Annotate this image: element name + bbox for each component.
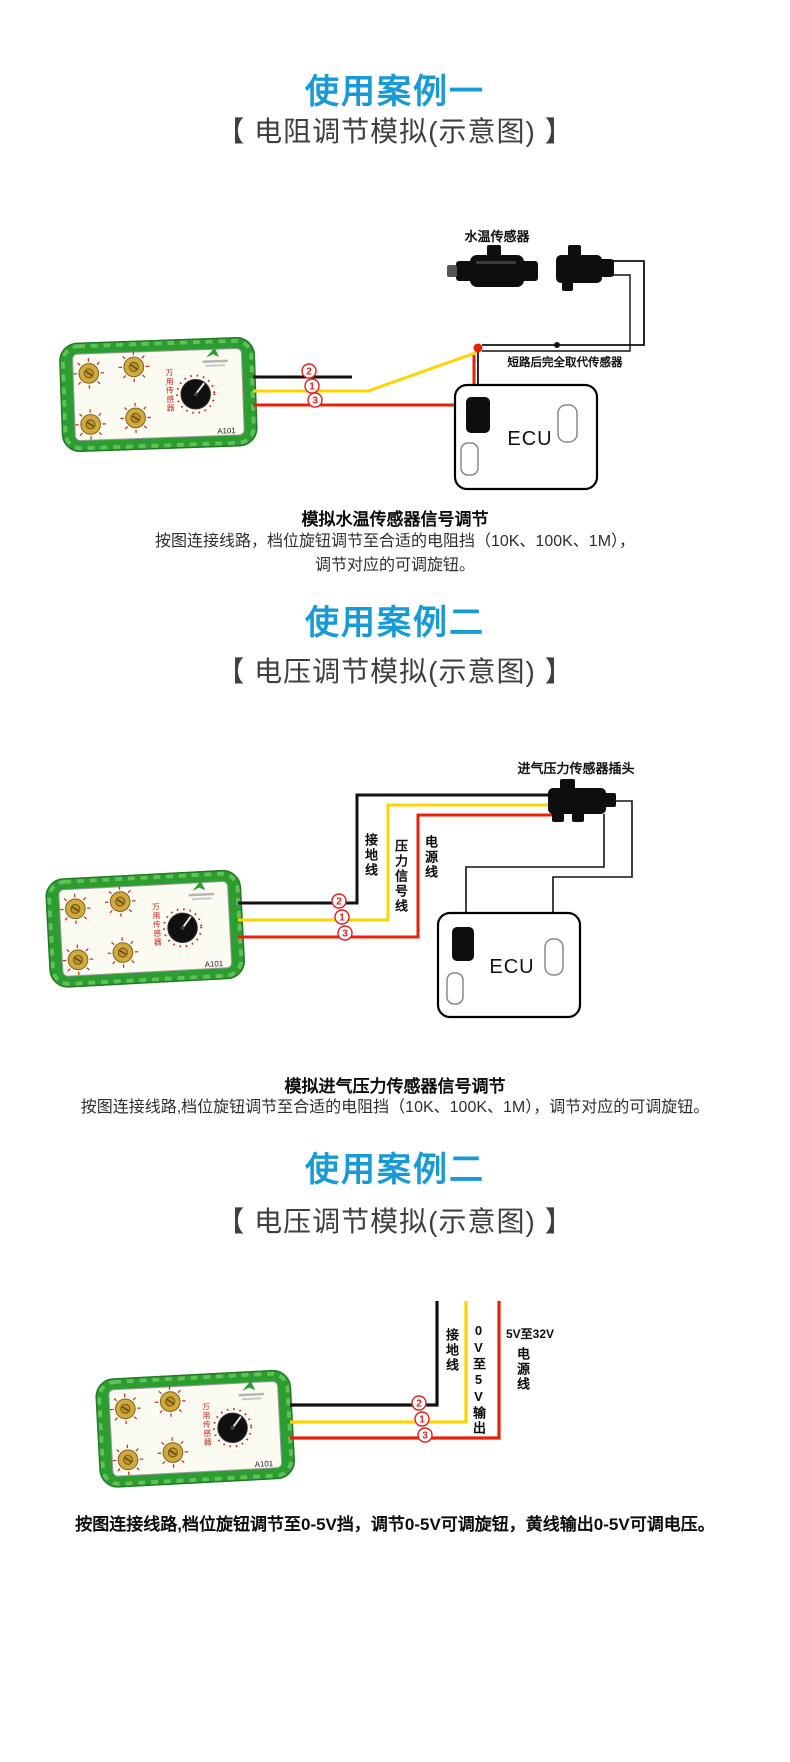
ground-wire	[290, 1301, 439, 1407]
sensor-simulator-device	[95, 1370, 295, 1488]
ecu-feed-wire	[465, 814, 605, 931]
mark-2: 2	[416, 1399, 422, 1410]
section1-caption: 模拟水温传感器信号调节	[301, 510, 489, 529]
section3-desc: 按图连接线路,档位旋钮调节至0-5V挡，调节0-5V可调旋钮，黄线输出0-5V可…	[75, 1515, 715, 1534]
red-wire	[253, 355, 476, 407]
section2-desc: 按图连接线路,档位旋钮调节至合适的电阻挡（10K、100K、1M），调节对应的可…	[80, 1099, 710, 1116]
mark-1: 1	[419, 1415, 425, 1426]
sensor-simulator-device	[45, 870, 245, 988]
sensor-harness-wire	[482, 260, 645, 346]
mark-2: 2	[336, 897, 342, 908]
mark-2: 2	[306, 367, 312, 378]
wire-number-marks: 2 1 3	[331, 893, 353, 941]
yellow-wire	[253, 350, 479, 393]
ecu-box: ECU	[453, 383, 599, 491]
ecu-feed-wire2	[552, 800, 633, 915]
wire-junction-dot	[554, 342, 560, 348]
ecu-label: ECU	[507, 428, 552, 450]
pressure-sensor-plug-icon	[548, 779, 616, 822]
diagram-voltage-output: 2 1 3 接地线 0V至5V输出 5V至32V 电源线	[0, 1295, 790, 1510]
section1-subtitle: 【 电阻调节模拟(示意图) 】	[216, 116, 574, 147]
sensor-simulator-device	[59, 337, 257, 452]
signal-wire	[238, 803, 552, 922]
ground-wire	[238, 793, 552, 905]
red-junction-dot	[473, 343, 483, 353]
ecu-connector-icon	[452, 927, 474, 961]
mark-1: 1	[309, 382, 315, 393]
section2-subtitle: 【 电压调节模拟(示意图) 】	[216, 656, 574, 687]
section2-caption: 模拟进气压力传感器信号调节	[284, 1077, 506, 1096]
power-wire-label: 电源线	[515, 1347, 530, 1392]
power-wire	[290, 1301, 501, 1440]
diagram-voltage-simulation: ECU 进气压力传感器插头 2 1 3 接地线 压力信号线 电源线	[0, 755, 790, 1055]
desc-line: 按图连接线路，档位旋钮调节至合适的电阻挡（10K、100K、1M），	[154, 533, 636, 550]
pressure-plug-label: 进气压力传感器插头	[517, 761, 634, 776]
section3-subtitle: 【 电压调节模拟(示意图) 】	[216, 1206, 574, 1237]
water-temp-sensor-label: 水温传感器	[464, 229, 530, 244]
power-wire-label: 电源线	[423, 835, 438, 880]
desc-line: 调节对应的可调旋钮。	[314, 557, 475, 574]
diagram-resistance-simulation: ECU 水温传感器 短路后完全取代传感器 2 1 3	[0, 195, 790, 495]
mark-3: 3	[422, 1431, 428, 1442]
short-note-label: 短路后完全取代传感器	[508, 355, 623, 369]
signal-wire-label: 压力信号线	[393, 839, 408, 914]
section2-title: 使用案例二	[305, 604, 485, 642]
mark-1: 1	[339, 913, 345, 924]
output-wire-label: 0V至5V输出	[471, 1323, 486, 1436]
section1-desc: 按图连接线路，档位旋钮调节至合适的电阻挡（10K、100K、1M）， 调节对应的…	[0, 530, 790, 578]
mark-3: 3	[342, 929, 348, 940]
wire-number-marks: 2 1 3	[301, 363, 323, 408]
sensor-plug-icon	[556, 245, 614, 291]
ground-wire-label: 接地线	[363, 833, 378, 878]
water-temp-sensor-icon	[447, 245, 538, 287]
sensor-harness-wire2	[482, 274, 631, 352]
wire-number-marks: 2 1 3	[411, 1395, 433, 1443]
ground-wire-label: 接地线	[444, 1328, 459, 1373]
ecu-label: ECU	[489, 956, 534, 978]
ecu-box: ECU	[436, 911, 582, 1019]
section3-title: 使用案例二	[305, 1151, 485, 1189]
output-wire	[290, 1301, 468, 1424]
section1-title: 使用案例一	[305, 73, 485, 111]
power-range-label: 5V至32V	[506, 1327, 555, 1341]
power-wire	[238, 813, 552, 939]
mark-3: 3	[312, 396, 318, 407]
ecu-connector-icon	[466, 397, 490, 433]
